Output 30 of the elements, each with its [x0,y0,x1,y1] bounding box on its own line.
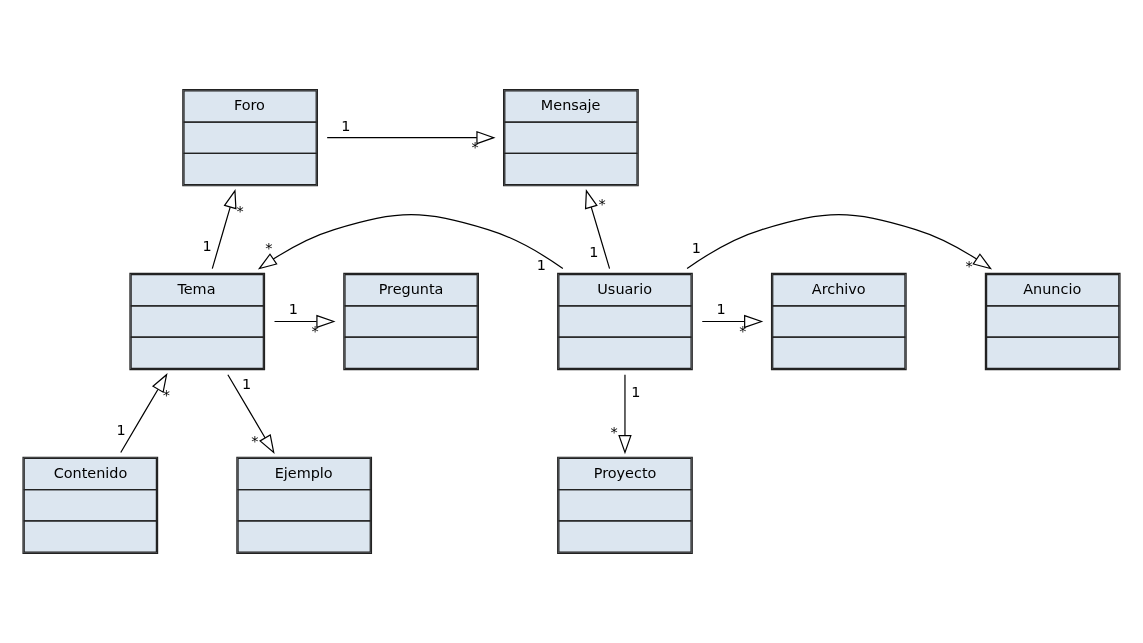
label: * [610,424,618,441]
label: * [471,139,479,156]
arrow [686,214,993,270]
label: 1 [116,421,126,438]
arrow [273,314,336,329]
label: 1 [242,376,252,393]
label: * [251,432,259,449]
label: * [236,202,244,219]
label: 1 [536,257,546,274]
label: 1 [691,239,701,256]
label: * [265,239,273,256]
arrow [211,189,237,270]
label: 1 [716,301,726,318]
label: * [739,323,747,340]
arrow [701,314,764,329]
label: 1 [202,238,212,255]
label: * [598,196,606,213]
arrow [618,374,632,455]
label: 1 [288,301,298,318]
arrow [227,374,275,454]
label: * [162,387,170,404]
label: * [311,323,319,340]
arrow [257,214,564,270]
arrow [326,130,496,145]
label: 1 [631,384,641,401]
label: * [965,257,973,274]
label: 1 [589,244,599,261]
label: 1 [341,117,351,134]
arrow [120,373,168,454]
arrow [584,189,611,270]
